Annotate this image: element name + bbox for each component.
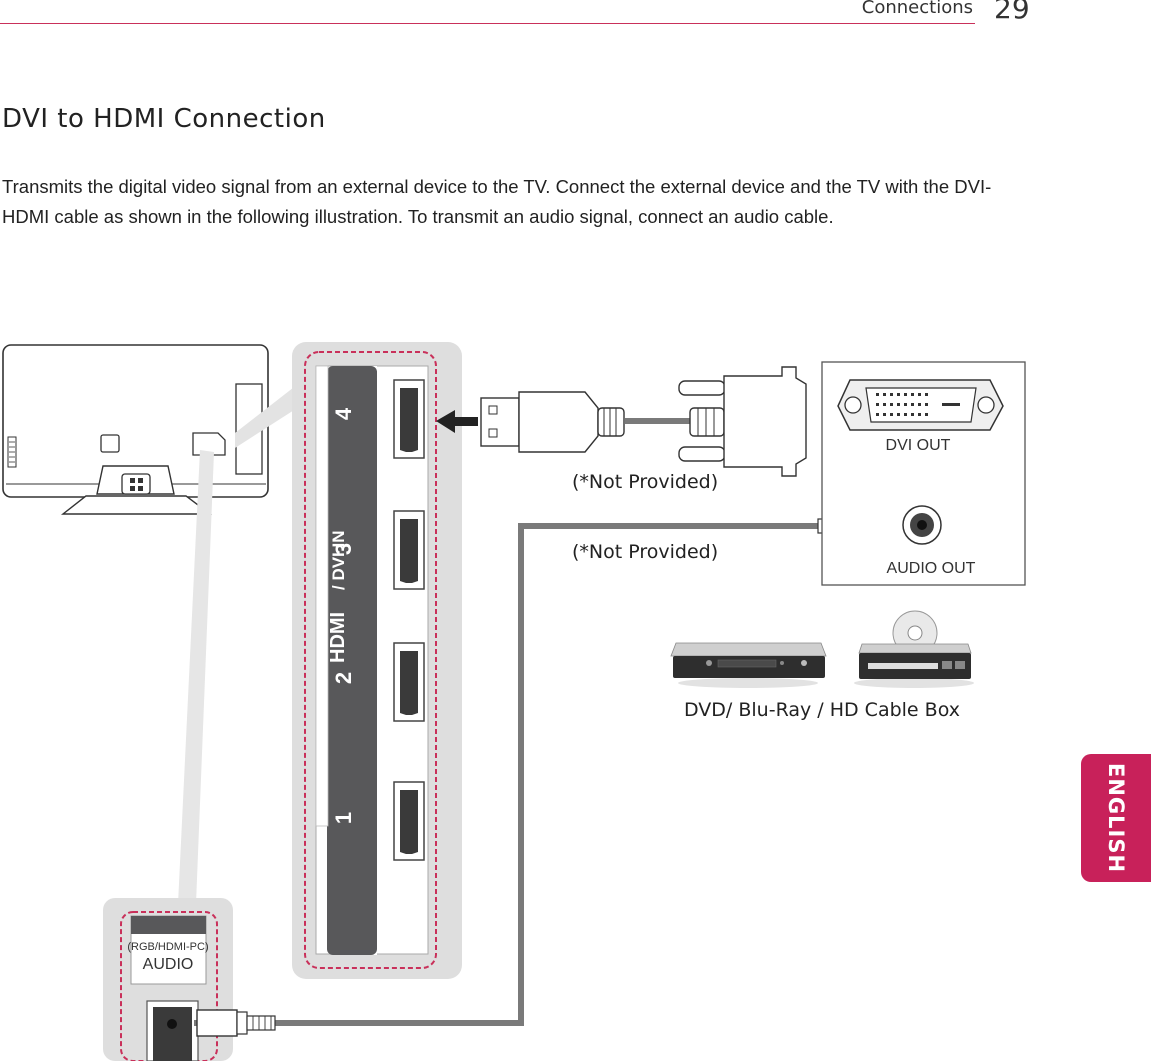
audio-port-label: AUDIO [143, 956, 194, 973]
dvi-hdmi-cable [436, 366, 807, 477]
dvi-in-label: / DVI IN [329, 530, 348, 590]
hdmi-port-3 [393, 510, 425, 590]
audio-source-label: (RGB/HDMI-PC) [127, 941, 208, 953]
hdmi-logo: HDMI [327, 612, 349, 663]
hdmi-port-number-1: 1 [331, 812, 356, 824]
device-caption: DVD/ Blu-Ray / HD Cable Box [684, 699, 960, 721]
dvi-out-label: DVI OUT [886, 437, 951, 454]
hdmi-port-number-3: 3 [331, 543, 356, 555]
language-tab-label: ENGLISH [1104, 762, 1128, 874]
page-number: 29 [994, 0, 1030, 25]
hdmi-port-2 [393, 642, 425, 722]
section-name: Connections [861, 0, 973, 18]
device-output-panel: DVI OUT AUDIO OUT [821, 361, 1026, 586]
header-rule [0, 23, 975, 24]
tv-rear-illustration [2, 344, 269, 515]
hdmi-port-number-4: 4 [331, 407, 356, 420]
audio-out-label: AUDIO OUT [887, 560, 976, 577]
audio-cable-note: (*Not Provided) [572, 541, 718, 563]
dvi-cable-note: (*Not Provided) [572, 471, 718, 493]
hdmi-input-panel: 4 3 2 1 HDMI / DVI IN [292, 342, 462, 979]
hdmi-port-number-2: 2 [331, 672, 356, 684]
hdmi-port-4 [393, 379, 425, 459]
intro-paragraph: Transmits the digital video signal from … [2, 176, 992, 227]
page-title: DVI to HDMI Connection [2, 104, 326, 134]
zoom-wedge-audio [178, 450, 214, 904]
language-tab: ENGLISH [1081, 754, 1151, 882]
hdmi-port-1 [393, 781, 425, 861]
dvd-player-icon [670, 642, 827, 688]
disc-player-icon [854, 610, 974, 688]
